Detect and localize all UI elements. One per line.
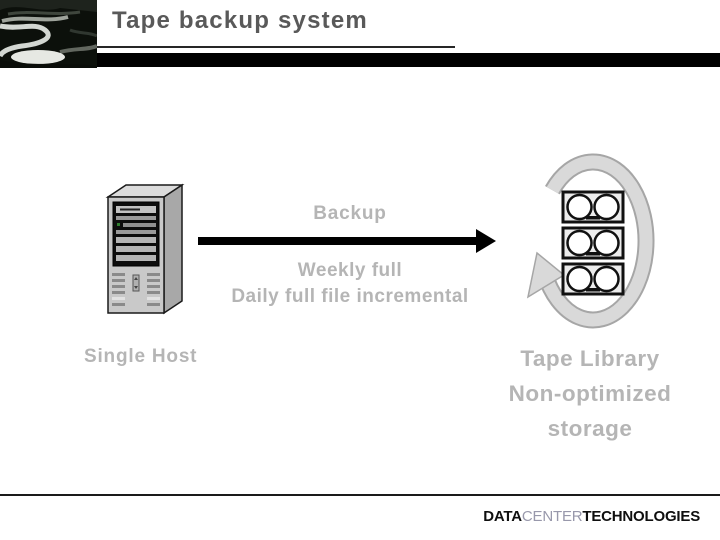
backup-schedule-text: Weekly full Daily full file incremental bbox=[180, 258, 520, 310]
server-tower-icon bbox=[104, 183, 186, 318]
title-underline bbox=[97, 46, 455, 48]
accent-bar bbox=[0, 53, 720, 67]
schedule-line-daily: Daily full file incremental bbox=[231, 286, 469, 307]
tape-library-label: Tape Library Non-optimized storage bbox=[470, 341, 710, 446]
footer-divider bbox=[0, 494, 720, 496]
tape-library-line-1: Tape Library bbox=[520, 346, 660, 371]
tape-library-line-2: Non-optimized bbox=[508, 381, 672, 406]
logo-part-data: DATA bbox=[483, 508, 522, 525]
backup-arrow-shaft bbox=[198, 237, 476, 245]
logo-part-center: CENTER bbox=[521, 508, 583, 525]
tape-library-line-3: storage bbox=[547, 416, 633, 441]
single-host-label: Single Host bbox=[84, 346, 198, 367]
backup-label: Backup bbox=[313, 203, 387, 224]
river-photo-image bbox=[0, 0, 98, 68]
schedule-line-weekly: Weekly full bbox=[297, 260, 403, 281]
company-logo: DATACENTERTECHNOLOGIES bbox=[483, 508, 700, 525]
corner-photo bbox=[0, 0, 98, 68]
logo-part-technologies: TECHNOLOGIES bbox=[582, 508, 700, 525]
backup-arrow-head-icon bbox=[476, 229, 496, 253]
tape-library-icon bbox=[520, 140, 670, 340]
page-title: Tape backup system bbox=[112, 7, 368, 34]
